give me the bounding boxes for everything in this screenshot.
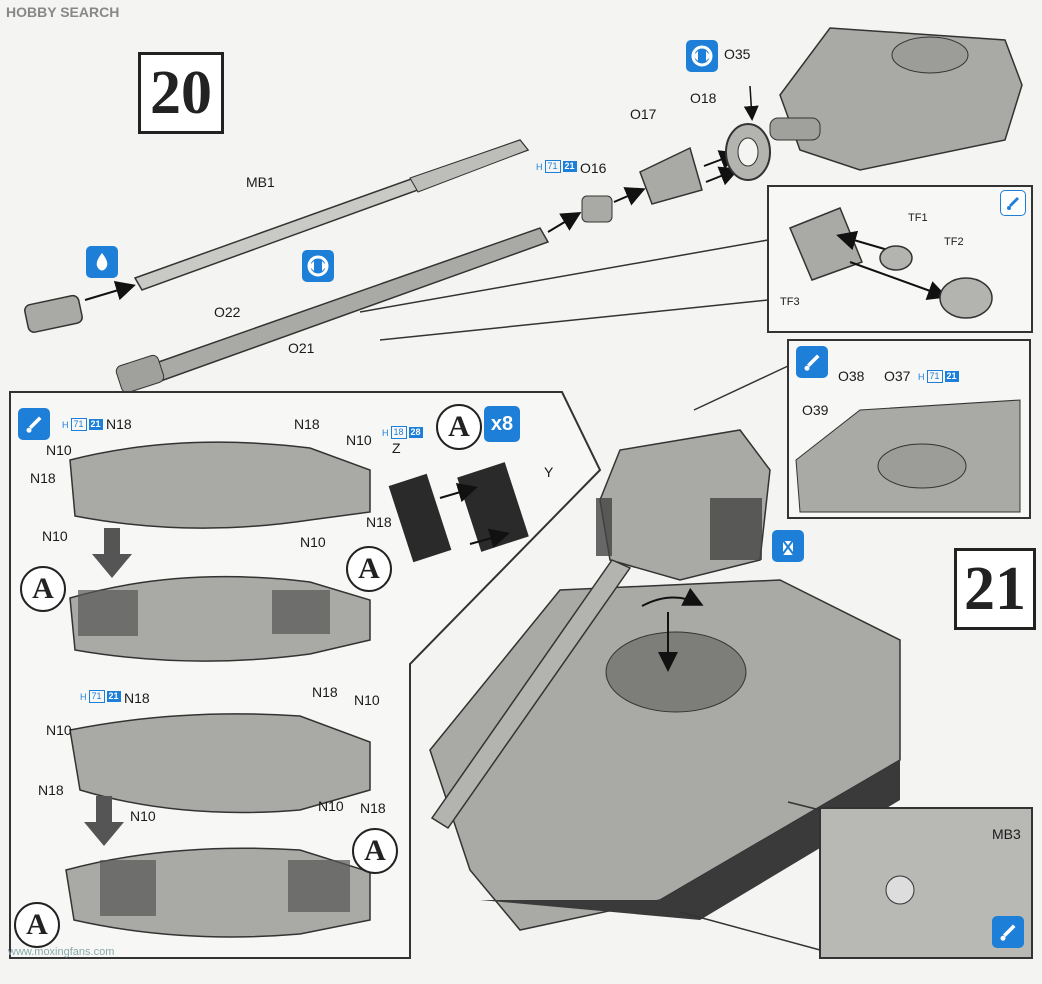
tf2-ring bbox=[939, 277, 993, 319]
callout-a-right-1: A bbox=[346, 546, 392, 592]
turret-side-view-4 bbox=[65, 847, 371, 938]
track-link-z bbox=[388, 473, 452, 563]
label-n18: N18 bbox=[124, 690, 150, 706]
label-tf3: TF3 bbox=[780, 296, 800, 308]
turret-side-view-2 bbox=[69, 575, 371, 662]
paint-brush-icon-tf bbox=[1000, 190, 1026, 216]
hobby-search-logo: HOBBY SEARCH bbox=[6, 4, 120, 20]
turret-side-view-3 bbox=[69, 713, 371, 814]
label-o38: O38 bbox=[838, 368, 865, 384]
main-gun-barrel bbox=[430, 559, 632, 830]
callout-a-left-2: A bbox=[14, 902, 60, 948]
down-arrow-1 bbox=[92, 528, 132, 578]
label-tf2: TF2 bbox=[944, 236, 964, 248]
label-n18: N18 bbox=[30, 470, 56, 486]
label-mb1: MB1 bbox=[246, 174, 275, 190]
label-n18: N18 bbox=[294, 416, 320, 432]
label-n10: N10 bbox=[42, 528, 68, 544]
step-21-number: 21 bbox=[954, 548, 1036, 630]
label-n10: N10 bbox=[354, 692, 380, 708]
o16-part bbox=[581, 195, 613, 223]
label-n10: N10 bbox=[46, 722, 72, 738]
label-n18: N18 bbox=[106, 416, 132, 432]
hatch-detail-turret bbox=[795, 399, 1021, 513]
down-arrow-2 bbox=[84, 796, 124, 846]
watermark: www.moxingfans.com bbox=[8, 946, 115, 958]
rotate-arrow-icon bbox=[641, 587, 704, 607]
paint-brush-icon-hatch bbox=[796, 346, 828, 378]
label-o22: O22 bbox=[214, 304, 241, 320]
label-n10: N10 bbox=[300, 534, 326, 550]
muzzle-brake-small bbox=[24, 294, 83, 333]
mb1-barrel bbox=[133, 139, 530, 291]
turret-side-view-1 bbox=[69, 441, 371, 529]
tf1-ring bbox=[879, 245, 913, 271]
label-o21: O21 bbox=[288, 340, 315, 356]
label-mb3: MB3 bbox=[992, 826, 1021, 842]
label-y: Y bbox=[544, 464, 554, 480]
step-21-sub-panel bbox=[9, 391, 602, 959]
paint-brush-icon-left bbox=[18, 408, 50, 440]
o21-gun-barrel bbox=[115, 227, 550, 394]
label-o35: O35 bbox=[724, 46, 751, 62]
label-n18: N18 bbox=[366, 514, 392, 530]
no-glue-icon bbox=[772, 530, 804, 562]
o17-mantlet bbox=[639, 146, 703, 205]
callout-a-track-set: A bbox=[436, 404, 482, 450]
label-o18: O18 bbox=[690, 90, 717, 106]
glue-drop-icon bbox=[86, 246, 118, 278]
label-z: Z bbox=[392, 440, 401, 456]
step-20-number: 20 bbox=[138, 52, 224, 134]
rotate-both-ways-icon bbox=[302, 250, 334, 282]
label-n10: N10 bbox=[130, 808, 156, 824]
label-o39: O39 bbox=[802, 402, 829, 418]
label-tf1: TF1 bbox=[908, 212, 928, 224]
label-n18: N18 bbox=[360, 800, 386, 816]
callout-a-left-1: A bbox=[20, 566, 66, 612]
label-n10: N10 bbox=[346, 432, 372, 448]
turret-top-right bbox=[769, 27, 1023, 171]
label-o17: O17 bbox=[630, 106, 657, 122]
rotate-both-ways-icon-top bbox=[686, 40, 718, 72]
multiplier-badge: x8 bbox=[484, 406, 520, 442]
paint-brush-icon-mb3 bbox=[992, 916, 1024, 948]
label-o16: O16 bbox=[580, 160, 607, 176]
turret-main bbox=[596, 429, 771, 581]
tf3-part bbox=[789, 207, 863, 281]
label-o37: O37 bbox=[884, 368, 911, 384]
label-n10: N10 bbox=[46, 442, 72, 458]
label-n18: N18 bbox=[38, 782, 64, 798]
label-n18: N18 bbox=[312, 684, 338, 700]
callout-a-right-2: A bbox=[352, 828, 398, 874]
label-n10: N10 bbox=[318, 798, 344, 814]
